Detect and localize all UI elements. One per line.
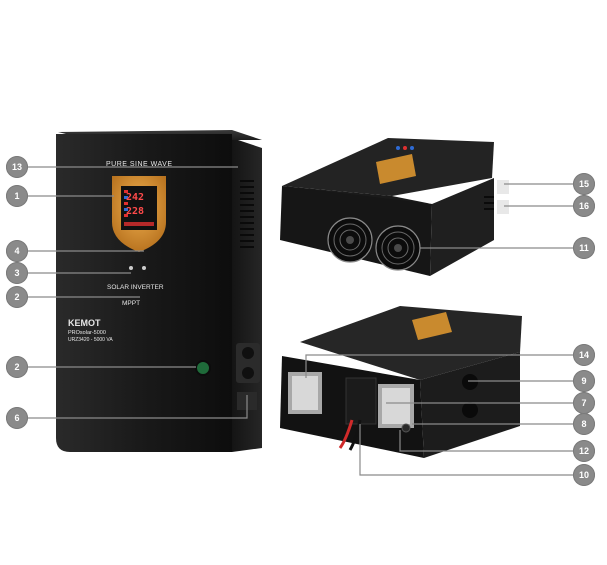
leader-lines [27,166,573,476]
mppt-label: MPPT [122,300,141,307]
callout-13: 13 [6,156,28,178]
breaker-switch-1 [497,180,509,194]
red-cable [338,419,354,449]
side-vents [240,180,254,248]
black-cable [348,419,362,451]
cooling-fan-left [327,217,373,263]
callout-3: 3 [6,262,28,284]
callout-11: 11 [573,237,595,259]
callout-15: 15 [573,173,595,195]
callout-16: 16 [573,195,595,217]
status-led-right [142,266,146,270]
callout-12: 12 [573,440,595,462]
callout-2-upper: 2 [6,286,28,308]
display-leds [124,190,154,226]
display-value-bottom: 228 [126,206,145,217]
rear-view-inverter-unit [280,306,522,458]
callout-4: 4 [6,240,28,262]
model-name: PROsolar-5000 [68,330,106,336]
callout-14: 14 [573,344,595,366]
callout-6: 6 [6,407,28,429]
power-button [195,360,211,376]
callout-10: 10 [573,464,595,486]
solar-inverter-label: SOLAR INVERTER [107,284,164,291]
pure-sine-wave-label: PURE SINE WAVE [106,161,173,168]
display-value-top: 242 [126,192,145,203]
callout-9: 9 [573,370,595,392]
front-inverter-unit [56,130,262,452]
model-code: URZ3420 - 5000 VA [68,337,113,343]
callout-2-lower: 2 [6,356,28,378]
breaker-switch-2 [497,200,509,214]
callout-7: 7 [573,392,595,414]
status-led-left [129,266,133,270]
top-view-inverter-unit [280,138,509,276]
callout-1: 1 [6,185,28,207]
brand-logo: KEMOT [68,318,101,328]
cooling-fan-right [375,225,421,271]
callout-8: 8 [573,413,595,435]
